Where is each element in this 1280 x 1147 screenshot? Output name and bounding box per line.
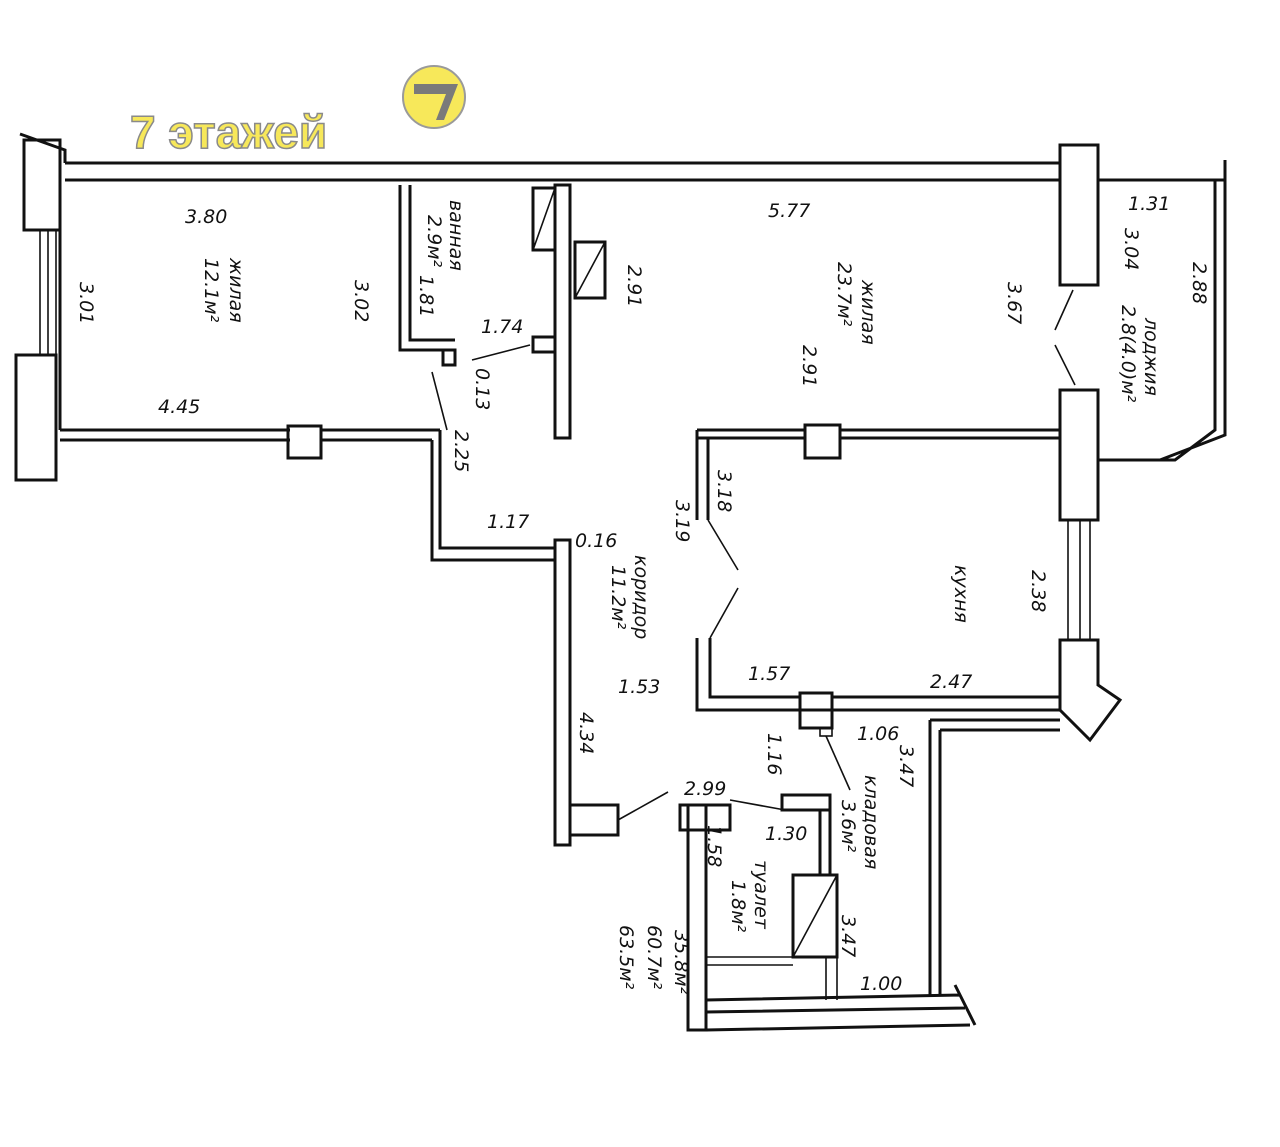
room-area-loggia: 2.8(4.0)м² xyxy=(1117,305,1139,403)
dimension-label: 3.67 xyxy=(1003,282,1025,324)
dimension-label: 3.47 xyxy=(895,745,917,787)
dimension-label: 3.80 xyxy=(185,206,227,228)
dimension-label: 1.17 xyxy=(487,511,529,533)
dimension-label: 3.47 xyxy=(837,915,859,957)
dimension-label: 1.58 xyxy=(703,825,725,867)
walls xyxy=(14,132,1227,1032)
dimension-label: 1.53 xyxy=(618,676,660,698)
room-name-toilet: туалет xyxy=(750,860,772,930)
dimension-label: 1.06 xyxy=(857,723,899,745)
logo-text: 7 этажей xyxy=(130,106,327,158)
room-name-living2: жилая xyxy=(857,279,879,345)
dimension-label: 2.91 xyxy=(798,345,820,387)
dimension-label: 2.91 xyxy=(623,265,645,307)
room-area-living2: 23.7м² xyxy=(833,262,855,327)
dimension-label: 2.38 xyxy=(1027,570,1049,612)
room-name-storage: кладовая xyxy=(860,775,882,869)
room-area-storage: 3.6м² xyxy=(837,800,859,853)
dimension-label: 1.31 xyxy=(1128,193,1170,215)
dimension-label: 5.77 xyxy=(768,200,810,222)
total-area: 60.7м² xyxy=(643,925,665,990)
dimension-label: 3.02 xyxy=(350,280,372,322)
dimension-label: 2.25 xyxy=(450,430,472,472)
room-name-loggia: лоджия xyxy=(1140,317,1162,396)
dimension-label: 1.30 xyxy=(765,823,807,845)
dimension-label: 0.16 xyxy=(575,530,617,552)
room-name-corridor: коридор xyxy=(630,555,652,639)
dimension-label: 2.47 xyxy=(930,671,972,693)
room-area-corridor: 11.2м² xyxy=(607,565,629,630)
dimension-label: 3.19 xyxy=(671,500,693,542)
wall-pillar xyxy=(14,353,58,482)
logo-badge xyxy=(402,65,466,129)
room-name-living1: жилая xyxy=(225,257,247,323)
room-area-living1: 12.1м² xyxy=(200,258,222,323)
wall-pillar xyxy=(22,138,62,232)
dimension-label: 1.16 xyxy=(763,733,785,775)
logo: 7 этажей xyxy=(129,65,466,159)
room-labels: жилая 12.1м² ванная 2.9м² жилая 23.7м² л… xyxy=(200,200,1162,995)
dimension-label: 4.45 xyxy=(158,396,200,418)
dimension-label: 2.99 xyxy=(684,778,726,800)
dimension-label: 3.01 xyxy=(75,282,97,324)
room-area-bath: 2.9м² xyxy=(423,215,445,268)
dimension-label: 4.34 xyxy=(575,712,597,754)
dimension-label: 3.04 xyxy=(1120,228,1142,270)
dimension-label: 3.18 xyxy=(713,470,735,512)
total-area-with-loggia: 63.5м² xyxy=(615,925,637,990)
total-living-area: 35.8м² xyxy=(670,930,692,995)
dimension-label: 1.74 xyxy=(481,316,523,338)
dimension-label: 2.88 xyxy=(1188,262,1210,304)
logo-seven-icon xyxy=(414,84,458,120)
dimension-label: 1.00 xyxy=(860,973,902,995)
dimension-label: 1.81 xyxy=(415,275,437,317)
room-name-kitchen: кухня xyxy=(950,565,972,623)
dimension-label: 0.13 xyxy=(471,368,493,410)
dimensions: 3.80 3.01 3.02 4.45 1.81 1.74 0.13 2.25 … xyxy=(75,193,1210,995)
dimension-label: 1.57 xyxy=(748,663,790,685)
room-area-toilet: 1.8м² xyxy=(727,880,749,933)
room-name-bath: ванная xyxy=(445,200,467,271)
